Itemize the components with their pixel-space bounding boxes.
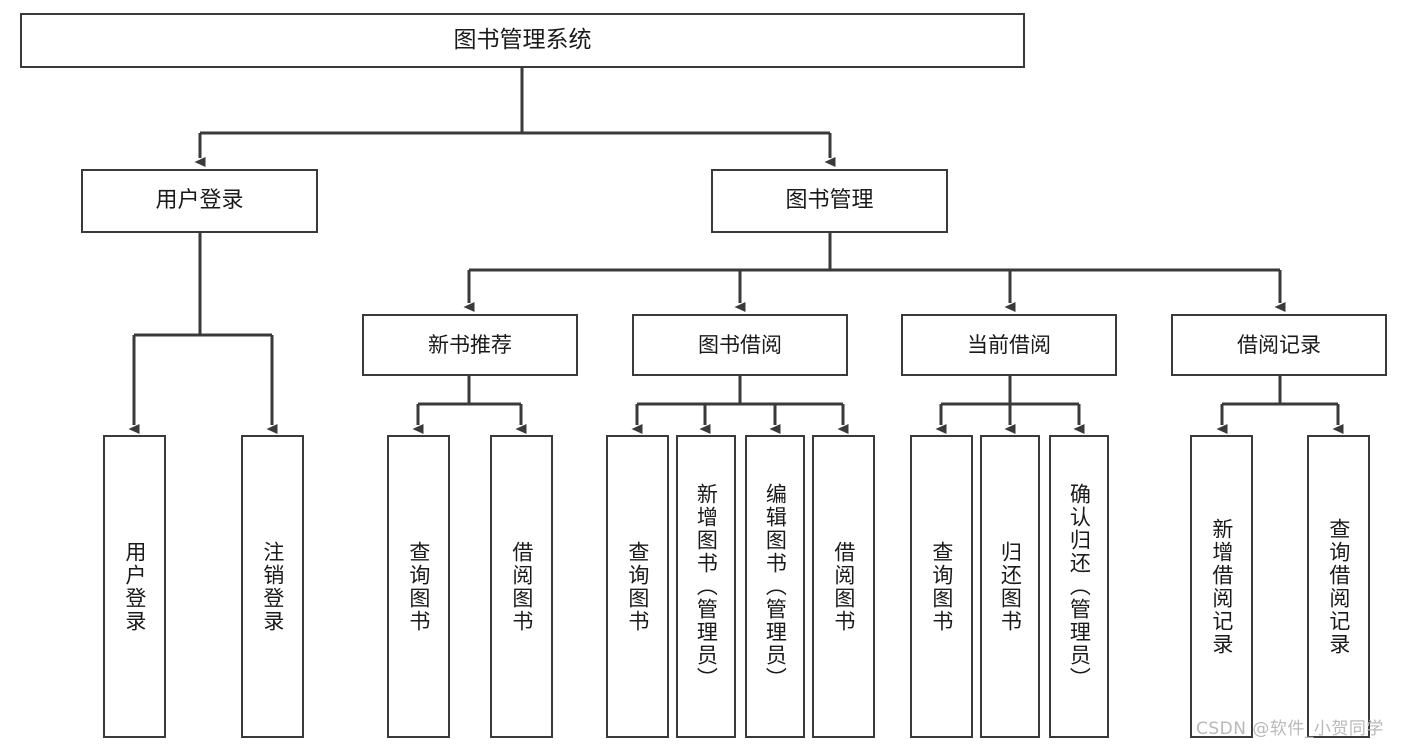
leaf-label: 新增图书（管理员）	[694, 483, 719, 690]
leaf-label: 查询借阅记录	[1326, 517, 1351, 656]
node-borrow-records[interactable]: 借阅记录	[1171, 314, 1387, 376]
leaf-return-book[interactable]: 归还图书	[980, 435, 1040, 738]
node-user-login[interactable]: 用户登录	[81, 169, 318, 233]
leaf-edit-book-admin[interactable]: 编辑图书（管理员）	[745, 435, 805, 738]
leaf-add-borrow-record[interactable]: 新增借阅记录	[1190, 435, 1253, 738]
node-book-borrow[interactable]: 图书借阅	[632, 314, 848, 376]
node-root-system[interactable]: 图书管理系统	[20, 13, 1025, 68]
leaf-label: 查询图书	[625, 540, 650, 633]
leaf-query-book-borrow[interactable]: 查询图书	[606, 435, 669, 738]
leaf-label: 借阅图书	[509, 540, 534, 633]
node-current-borrow[interactable]: 当前借阅	[901, 314, 1117, 376]
leaf-confirm-return-admin[interactable]: 确认归还（管理员）	[1049, 435, 1109, 738]
leaf-label: 查询图书	[406, 540, 431, 633]
node-book-management[interactable]: 图书管理	[711, 169, 948, 233]
leaf-query-book-current[interactable]: 查询图书	[910, 435, 973, 738]
watermark: CSDN @软件_小贺同学	[1196, 719, 1384, 739]
node-new-book-recommend[interactable]: 新书推荐	[362, 314, 578, 376]
leaf-label: 编辑图书（管理员）	[763, 483, 788, 690]
leaf-label: 查询图书	[929, 540, 954, 633]
leaf-query-book-recommend[interactable]: 查询图书	[387, 435, 450, 738]
leaf-label: 借阅图书	[831, 540, 856, 633]
leaf-query-borrow-record[interactable]: 查询借阅记录	[1307, 435, 1370, 738]
leaf-label: 注销登录	[260, 540, 285, 633]
leaf-label: 归还图书	[998, 540, 1023, 633]
leaf-label: 新增借阅记录	[1209, 517, 1234, 656]
leaf-user-login[interactable]: 用户登录	[103, 435, 166, 738]
leaf-logout[interactable]: 注销登录	[241, 435, 304, 738]
leaf-label: 用户登录	[122, 540, 147, 633]
leaf-borrow-book-recommend[interactable]: 借阅图书	[490, 435, 553, 738]
leaf-label: 确认归还（管理员）	[1067, 483, 1092, 690]
leaf-add-book-admin[interactable]: 新增图书（管理员）	[676, 435, 736, 738]
leaf-borrow-book[interactable]: 借阅图书	[812, 435, 875, 738]
